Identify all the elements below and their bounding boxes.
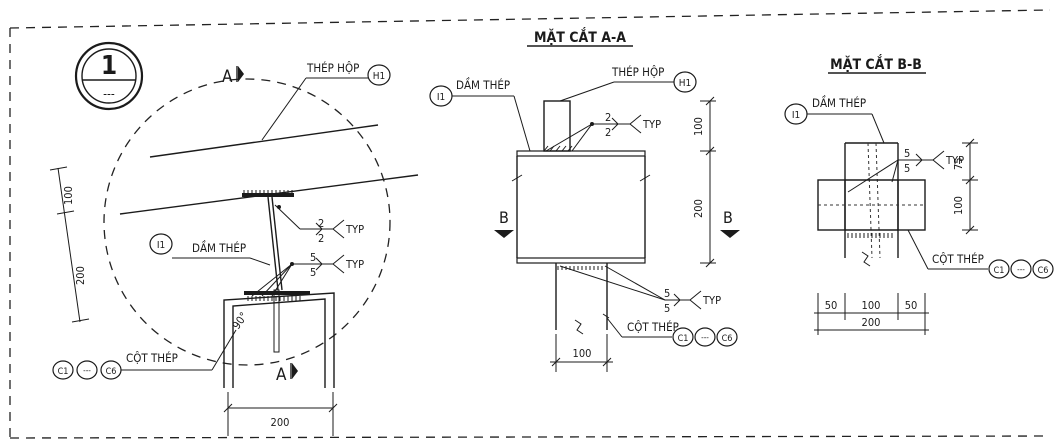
aa-column-label: CỘT THÉP <box>627 319 679 334</box>
svg-text:5: 5 <box>904 162 910 175</box>
svg-text:TYP: TYP <box>345 258 364 271</box>
girder-top-flange <box>516 150 646 157</box>
svg-text:---: --- <box>1017 265 1025 274</box>
aa-girder-label: DẦM THÉP <box>456 76 510 92</box>
svg-text:5: 5 <box>310 251 316 264</box>
svg-text:C1: C1 <box>58 367 69 377</box>
plan-beam-label: THÉP HỘP <box>306 60 359 75</box>
svg-text:5: 5 <box>664 287 670 300</box>
svg-text:B: B <box>723 208 733 227</box>
bb-bottom-dimension: 50 100 50 200 <box>814 293 929 335</box>
svg-text:C1: C1 <box>678 334 689 344</box>
weld-symbol-2: 5 5 TYP <box>251 251 364 297</box>
svg-text:100: 100 <box>862 299 881 312</box>
sheet-border <box>9 9 1051 439</box>
aa-weld-symbol-top: 2 2 TYP <box>545 111 661 152</box>
box-beam-top-edge <box>149 124 379 158</box>
svg-text:200: 200 <box>271 416 290 429</box>
svg-text:TYP: TYP <box>945 154 964 167</box>
aa-bottom-dimension: 100 <box>550 334 613 372</box>
aa-weld-symbol-bottom: 5 5 TYP <box>559 265 721 315</box>
girder-bottom-flange <box>516 257 646 264</box>
svg-text:TYP: TYP <box>345 223 364 236</box>
svg-text:2: 2 <box>605 126 611 139</box>
plan-column-callout: C1 --- C6 CỘT THÉP <box>52 329 237 380</box>
plan-left-dimension: 100 200 <box>49 166 90 323</box>
svg-text:C6: C6 <box>1038 266 1049 276</box>
svg-text:50: 50 <box>905 299 918 312</box>
svg-text:5: 5 <box>904 147 910 160</box>
cut-mark-b-right: B <box>720 208 740 238</box>
detail-marker: 1 --- <box>74 41 144 111</box>
svg-text:200: 200 <box>862 316 881 329</box>
svg-text:TYP: TYP <box>702 294 721 307</box>
svg-text:---: --- <box>701 333 709 342</box>
svg-text:2: 2 <box>318 232 324 245</box>
girder-web-right <box>271 196 283 291</box>
section-bb-title: MẶT CẮT B-B <box>830 54 922 73</box>
svg-text:A: A <box>222 67 233 87</box>
plan-beam-tag: H1 <box>373 71 386 82</box>
plan-bottom-dimension: 200 <box>223 392 338 436</box>
svg-text:75: 75 <box>952 157 965 170</box>
svg-text:C6: C6 <box>722 334 733 344</box>
aa-girder-tag: I1 <box>437 92 445 103</box>
svg-text:5: 5 <box>664 302 670 315</box>
cut-mark-b-left: B <box>494 208 514 238</box>
svg-text:200: 200 <box>692 199 705 218</box>
svg-text:200: 200 <box>74 266 87 285</box>
svg-text:100: 100 <box>573 347 592 360</box>
svg-text:5: 5 <box>310 266 316 279</box>
bb-column-callout: CỘT THÉP C1 --- C6 <box>907 229 1054 279</box>
plan-girder-label: DẦM THÉP <box>192 239 246 255</box>
svg-text:2: 2 <box>318 217 324 230</box>
svg-text:C6: C6 <box>106 367 117 377</box>
aa-column-callout: CỘT THÉP C1 --- C6 <box>606 317 738 347</box>
detail-number: 1 <box>101 51 117 81</box>
section-aa: MẶT CẮT A-A B B I1 DẦM THÉP <box>429 27 740 372</box>
aa-beam-label: THÉP HỘP <box>611 64 664 79</box>
svg-text:---: --- <box>83 366 91 375</box>
top-plate <box>242 193 294 197</box>
svg-text:100: 100 <box>62 186 75 205</box>
svg-text:A: A <box>276 365 287 385</box>
weld-symbol-1: 2 2 TYP <box>274 204 364 245</box>
bb-girder-tag: I1 <box>792 110 800 121</box>
bb-column-label: CỘT THÉP <box>932 251 984 266</box>
section-bb: MẶT CẮT B-B I1 DẦM THÉP 5 5 TY <box>784 54 1054 335</box>
svg-text:TYP: TYP <box>642 118 661 131</box>
girder-web-left <box>267 196 279 291</box>
aa-beam-tag: H1 <box>679 78 692 89</box>
detail-sheet: --- <box>103 87 115 101</box>
bb-right-dimension: 75 100 <box>952 138 978 235</box>
detail-boundary-circle <box>103 78 391 366</box>
svg-text:B: B <box>499 208 509 227</box>
plan-column-label: CỘT THÉP <box>126 350 178 365</box>
column-cap-plate <box>244 291 310 295</box>
box-section <box>543 100 571 152</box>
section-aa-title: MẶT CẮT A-A <box>534 27 626 46</box>
svg-text:C1: C1 <box>994 266 1005 276</box>
svg-text:100: 100 <box>952 196 965 215</box>
bb-girder-label: DẦM THÉP <box>812 94 866 110</box>
plan-girder-tag: I1 <box>157 240 165 251</box>
plan-detail: 90° A A THÉP HỘP H1 I1 DẦM THÉP <box>49 60 419 436</box>
section-mark-a-bottom: A <box>276 363 298 385</box>
section-mark-a-top: A <box>222 66 244 87</box>
aa-right-dimension: 100 200 <box>692 96 716 268</box>
svg-text:50: 50 <box>825 299 838 312</box>
svg-text:100: 100 <box>692 117 705 136</box>
svg-text:2: 2 <box>605 111 611 124</box>
bb-weld-symbol: 5 5 TYP <box>847 147 964 193</box>
